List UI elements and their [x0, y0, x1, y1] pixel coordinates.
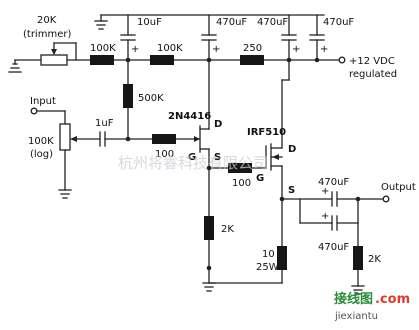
label-25w: 25W [256, 262, 279, 273]
label-470uf-2: 470uF [257, 17, 288, 28]
resistor-250 [240, 55, 264, 65]
trimmer-resistor [40, 54, 68, 66]
label-q1-source: S [214, 152, 221, 163]
label-trimmer-note: (trimmer) [23, 29, 71, 40]
polarity-plus: + [320, 44, 328, 55]
bias-rail [8, 14, 346, 73]
label-470uf-3: 470uF [323, 17, 354, 28]
label-input: Input [30, 96, 56, 107]
resistor-100-gate1 [152, 134, 176, 144]
label-500k: 500K [138, 93, 164, 104]
resistor-100-gate2 [228, 163, 252, 173]
resistor-10-25w [277, 246, 287, 270]
label-2k-q1: 2K [221, 224, 234, 235]
mosfet-irf510 [208, 59, 290, 202]
label-q1-drain: D [214, 119, 222, 130]
label-470uf-1: 470uF [216, 17, 247, 28]
label-q2-gate: G [256, 173, 264, 184]
resistor-500k [123, 84, 133, 108]
label-trimmer-value: 20K [37, 15, 57, 26]
polarity-plus: + [321, 211, 329, 222]
label-250: 250 [243, 43, 262, 54]
polarity-plus: + [212, 44, 220, 55]
label-100k-a: 100K [90, 43, 116, 54]
polarity-plus: + [321, 186, 329, 197]
input-stage [30, 107, 201, 199]
resistor-100k-a [90, 55, 114, 65]
output-network [208, 191, 390, 295]
label-2k-out: 2K [368, 254, 381, 265]
label-pot-taper: (log) [30, 149, 53, 160]
bias-resistor [123, 59, 133, 142]
label-supply: +12 VDC [349, 56, 395, 67]
watermark: 杭州将睿科技有限公司 接线图 .com jiexiantu [118, 154, 410, 322]
label-out-cap-2: 470uF [318, 242, 349, 253]
watermark-company: 杭州将睿科技有限公司 [118, 154, 268, 172]
polarity-plus: + [292, 44, 300, 55]
component-labels: 20K (trimmer) 100K 100K 10uF 470uF 470uF… [23, 15, 416, 273]
resistor-2k-out [353, 246, 363, 270]
label-q2-name: IRF510 [247, 127, 286, 138]
label-q1-name: 2N4416 [168, 111, 211, 122]
label-1uf: 1uF [95, 118, 114, 129]
label-100-gate1: 100 [155, 149, 174, 160]
watermark-logo-suffix: .com [375, 292, 410, 307]
label-q1-gate: G [188, 152, 196, 163]
label-100k-b: 100K [157, 43, 183, 54]
resistor-2k-q1 [204, 216, 214, 240]
label-10ohm: 10 [262, 249, 275, 260]
label-supply-regulated: regulated [349, 69, 397, 80]
label-100-gate2: 100 [232, 178, 251, 189]
volume-pot [59, 123, 71, 151]
resistor-100k-b [150, 55, 174, 65]
label-10uf: 10uF [137, 17, 162, 28]
polarity-plus: + [131, 44, 139, 55]
jfet-2n4416 [194, 59, 216, 292]
label-q2-source: S [288, 185, 295, 196]
label-out-cap-1: 470uF [318, 177, 349, 188]
label-pot-value: 100K [28, 136, 54, 147]
watermark-site: jiexiantu [334, 311, 378, 322]
label-output: Output [381, 182, 416, 193]
watermark-logo-text: 接线图 [334, 291, 373, 307]
label-q2-drain: D [288, 144, 296, 155]
